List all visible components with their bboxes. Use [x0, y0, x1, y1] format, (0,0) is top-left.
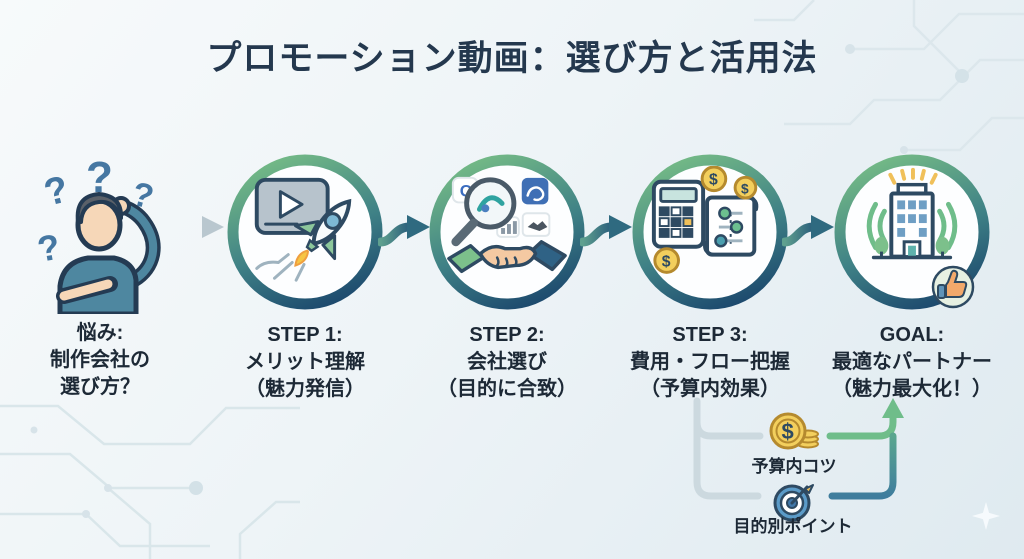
problem-line-1: 悩み:	[76, 322, 124, 344]
calculator-flow-icon: $ $ $	[651, 166, 759, 274]
confused-person-icon: ? ? ? ?	[34, 158, 161, 314]
step3-heading: STEP 3:	[672, 324, 748, 346]
coins-icon: $	[769, 412, 819, 450]
goal-heading: GOAL:	[879, 324, 945, 346]
company-broadcast-icon	[866, 167, 958, 260]
step1-circle	[223, 150, 387, 314]
svg-text:$: $	[741, 182, 749, 197]
thumbs-up-icon	[931, 265, 975, 309]
sub-point-budget-label: 予算内コツ	[751, 457, 837, 476]
sub-flow-lines	[693, 397, 904, 500]
step3-label: STEP 3: 費用・フロー把握 （予算内効果）	[598, 322, 822, 403]
problem-line-2: 制作会社の	[50, 349, 150, 371]
flow-arrow-icon	[580, 215, 632, 247]
sub-point-purpose-label: 目的別ポイント	[733, 517, 853, 536]
goal-line-1: 最適なパートナー	[832, 351, 992, 373]
svg-text:$: $	[709, 172, 718, 189]
sparkle-decoration	[972, 502, 1000, 530]
svg-text:?: ?	[34, 226, 63, 270]
step1-heading: STEP 1:	[267, 324, 343, 346]
step2-label: STEP 2: 会社選び （目的に合致）	[395, 322, 619, 403]
svg-text:$: $	[662, 253, 671, 270]
goal-circle	[830, 150, 994, 314]
goal-label: GOAL: 最適なパートナー （魅力最大化！）	[800, 322, 1024, 403]
step3-line-2: （予算内効果）	[640, 378, 780, 400]
step3-line-1: 費用・フロー把握	[630, 351, 790, 373]
problem-label: 悩み: 制作会社の 選び方？	[15, 320, 185, 401]
page-title: プロモーション動画：選び方と活用法	[206, 39, 818, 78]
step3-circle: $ $ $	[628, 150, 792, 314]
search-handshake-icon: C	[447, 176, 567, 274]
gray-arrow-icon	[158, 216, 224, 238]
video-rocket-icon	[254, 177, 352, 282]
goal-line-2: （魅力最大化！）	[832, 378, 992, 400]
step2-heading: STEP 2:	[469, 324, 545, 346]
svg-text:?: ?	[40, 168, 73, 214]
target-icon	[773, 484, 814, 522]
step2-circle: C	[425, 150, 589, 314]
problem-line-3: 選び方？	[60, 376, 140, 398]
step2-line-2: （目的に合致）	[437, 378, 577, 400]
step1-line-1: メリット理解	[245, 351, 365, 373]
step1-line-2: （魅力発信）	[245, 378, 365, 400]
step2-line-1: 会社選び	[467, 351, 547, 373]
flow-arrow-icon	[378, 215, 430, 247]
step1-label: STEP 1: メリット理解 （魅力発信）	[193, 322, 417, 403]
flow-arrow-icon	[782, 215, 834, 247]
svg-text:$: $	[782, 419, 794, 444]
circuit-pattern-bottom-left	[0, 404, 300, 559]
